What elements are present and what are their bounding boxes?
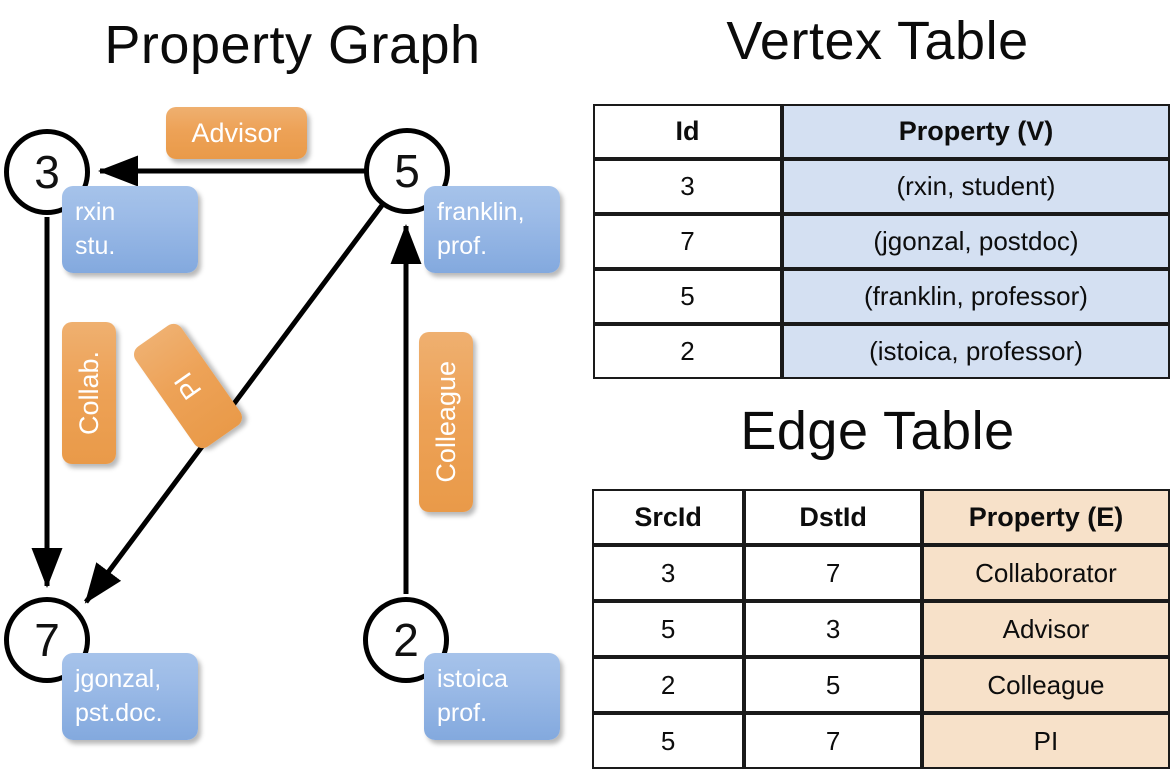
vertex-table: Id Property (V) 3 (rxin, student) 7 (jgo… <box>593 104 1170 379</box>
table-row: 3 (rxin, student) <box>593 159 1170 214</box>
column-header-id: Id <box>593 104 782 159</box>
cell-dstid: 3 <box>744 601 922 657</box>
table-header-row: SrcId DstId Property (E) <box>592 489 1170 545</box>
node-property-box-3: rxin stu. <box>62 186 198 273</box>
cell-property: (jgonzal, postdoc) <box>781 214 1170 269</box>
cell-id: 5 <box>593 269 782 324</box>
table-header-row: Id Property (V) <box>593 104 1170 159</box>
node-property-box-2: istoica prof. <box>424 653 560 740</box>
cell-id: 3 <box>593 159 782 214</box>
cell-id: 7 <box>593 214 782 269</box>
cell-property: Collaborator <box>921 545 1170 601</box>
edge-label-advisor: Advisor <box>166 107 307 159</box>
cell-property: Advisor <box>921 601 1170 657</box>
cell-dstid: 5 <box>744 657 922 713</box>
node-property-line-1: jgonzal, <box>75 665 162 693</box>
cell-srcid: 5 <box>592 601 745 657</box>
table-row: 5 3 Advisor <box>592 601 1170 657</box>
graph-node-5[interactable]: 5 <box>364 128 450 214</box>
table-row: 5 7 PI <box>592 713 1170 769</box>
column-header-dstid: DstId <box>744 489 922 545</box>
edge-label-colleague: Colleague <box>419 332 473 512</box>
table-row: 5 (franklin, professor) <box>593 269 1170 324</box>
edge-label-text: Advisor <box>191 117 282 148</box>
edge-label-text: Collab. <box>73 350 104 436</box>
cell-srcid: 2 <box>592 657 745 713</box>
node-property-box-7: jgonzal, pst.doc. <box>62 653 198 740</box>
page-title-vertex-table: Vertex Table <box>726 11 1029 71</box>
edge-label-collab: Collab. <box>62 322 116 464</box>
cell-property: (rxin, student) <box>781 159 1170 214</box>
cell-property: PI <box>921 713 1170 769</box>
cell-id: 2 <box>593 324 782 379</box>
node-property-line-1: rxin <box>75 198 116 226</box>
edge-label-text: PI <box>167 367 208 406</box>
node-property-line-2: pst.doc. <box>75 698 163 727</box>
column-header-srcid: SrcId <box>592 489 745 545</box>
table-row: 2 (istoica, professor) <box>593 324 1170 379</box>
cell-dstid: 7 <box>744 713 922 769</box>
edge-label-text: Colleague <box>430 361 461 483</box>
cell-dstid: 7 <box>744 545 922 601</box>
node-property-box-5: franklin, prof. <box>424 186 560 273</box>
table-row: 7 (jgonzal, postdoc) <box>593 214 1170 269</box>
node-property-line-1: franklin, <box>437 198 525 226</box>
graph-node-2[interactable]: 2 <box>363 597 449 683</box>
table-row: 2 5 Colleague <box>592 657 1170 713</box>
property-graph-diagram: 3 5 7 2 rxin stu. franklin, prof. jgonza… <box>0 0 585 760</box>
page-title-property-graph: Property Graph <box>104 15 481 75</box>
edge-table: SrcId DstId Property (E) 3 7 Collaborato… <box>592 489 1170 769</box>
cell-property: (franklin, professor) <box>781 269 1170 324</box>
page-title-edge-table: Edge Table <box>740 401 1015 461</box>
cell-srcid: 3 <box>592 545 745 601</box>
cell-property: Colleague <box>921 657 1170 713</box>
node-property-line-2: prof. <box>437 231 488 260</box>
cell-property: (istoica, professor) <box>781 324 1170 379</box>
cell-srcid: 5 <box>592 713 745 769</box>
column-header-property: Property (V) <box>781 104 1170 159</box>
column-header-property: Property (E) <box>921 489 1170 545</box>
node-property-line-2: stu. <box>75 231 116 260</box>
node-property-line-2: prof. <box>437 698 488 727</box>
node-property-line-1: istoica <box>437 665 508 693</box>
table-row: 3 7 Collaborator <box>592 545 1170 601</box>
